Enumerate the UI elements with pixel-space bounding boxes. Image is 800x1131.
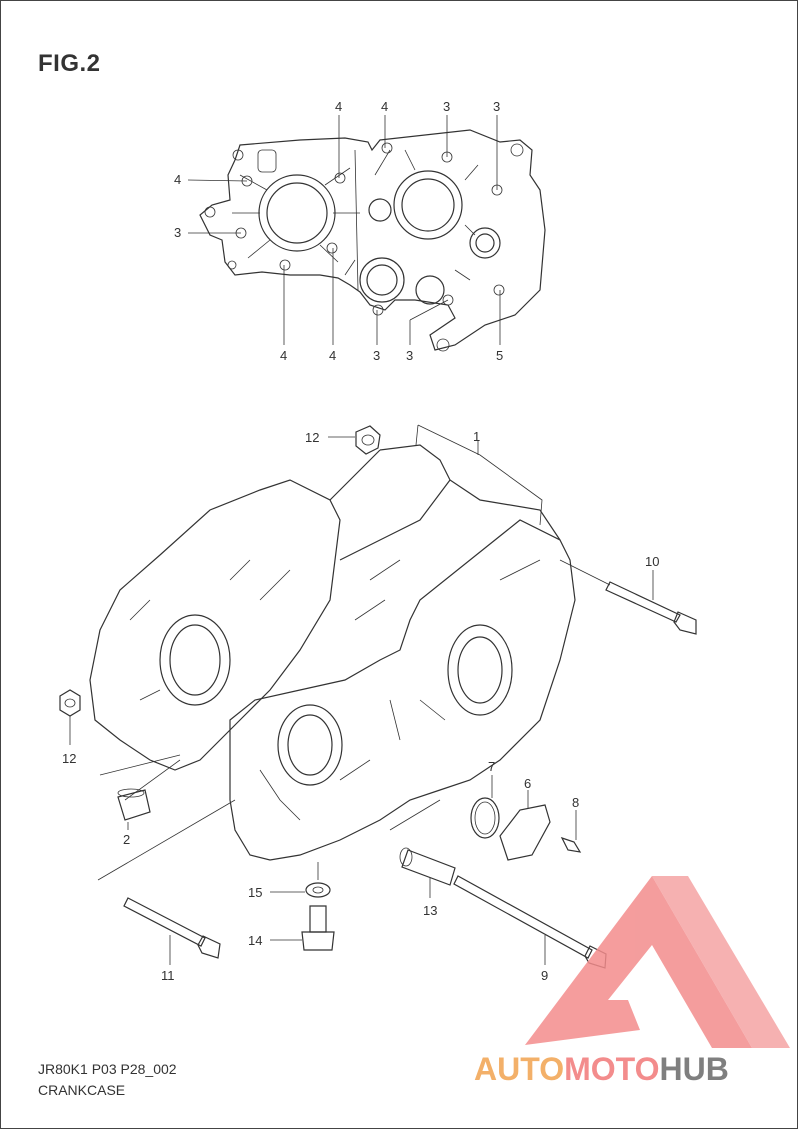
svg-text:AUTOMOTOHUB: AUTOMOTOHUB [474,1051,729,1087]
callout-12-left: 12 [62,751,76,766]
callout-12-top: 12 [305,430,319,445]
part-15-washer [270,862,331,898]
part-13-dowel [389,799,456,898]
callout-4e: 4 [329,348,336,363]
part-14-drain-bolt [270,905,335,951]
callout-5: 5 [496,348,503,363]
part-12-nut-top [328,425,381,455]
callout-3c: 3 [174,225,181,240]
callout-4c: 4 [174,172,181,187]
watermark-logo [525,876,790,1048]
callout-2: 2 [123,832,130,847]
callout-4b: 4 [381,99,388,114]
part-8-screw [560,810,582,853]
drawing-code: JR80K1 P03 P28_002 [38,1061,177,1077]
part-11-bolt [97,799,236,965]
callout-7: 7 [488,759,495,774]
part-12-nut-left [59,689,81,745]
part-7-oring [470,775,500,839]
part-9-bolt [453,875,607,969]
callout-3e: 3 [406,348,413,363]
callout-14: 14 [248,933,262,948]
callout-6: 6 [524,776,531,791]
top-view-callouts: 4 4 3 3 4 3 4 4 3 3 5 [174,99,503,363]
callout-11: 11 [161,968,175,983]
crankcase-top-view [199,129,546,352]
callout-10: 10 [645,554,659,569]
callout-4a: 4 [335,99,342,114]
part-10-bolt [559,559,697,635]
top-view-leaders [187,115,501,345]
watermark-text: AUTOMOTOHUB [474,1051,729,1087]
callout-8: 8 [572,795,579,810]
exploded-callouts: 1 12 10 12 7 6 8 2 15 13 14 11 9 [62,429,659,983]
callout-1: 1 [473,429,480,444]
callout-4d: 4 [280,348,287,363]
callout-3b: 3 [493,99,500,114]
callout-9: 9 [541,968,548,983]
figure-title: FIG.2 [38,50,101,77]
drawing-caption: CRANKCASE [38,1082,126,1098]
callout-13: 13 [423,903,437,918]
part-6-cover [499,790,551,861]
callout-3d: 3 [373,348,380,363]
crankcase-exploded-view [89,424,576,861]
callout-3a: 3 [443,99,450,114]
part-2-dowel [99,754,181,830]
callout-15: 15 [248,885,262,900]
